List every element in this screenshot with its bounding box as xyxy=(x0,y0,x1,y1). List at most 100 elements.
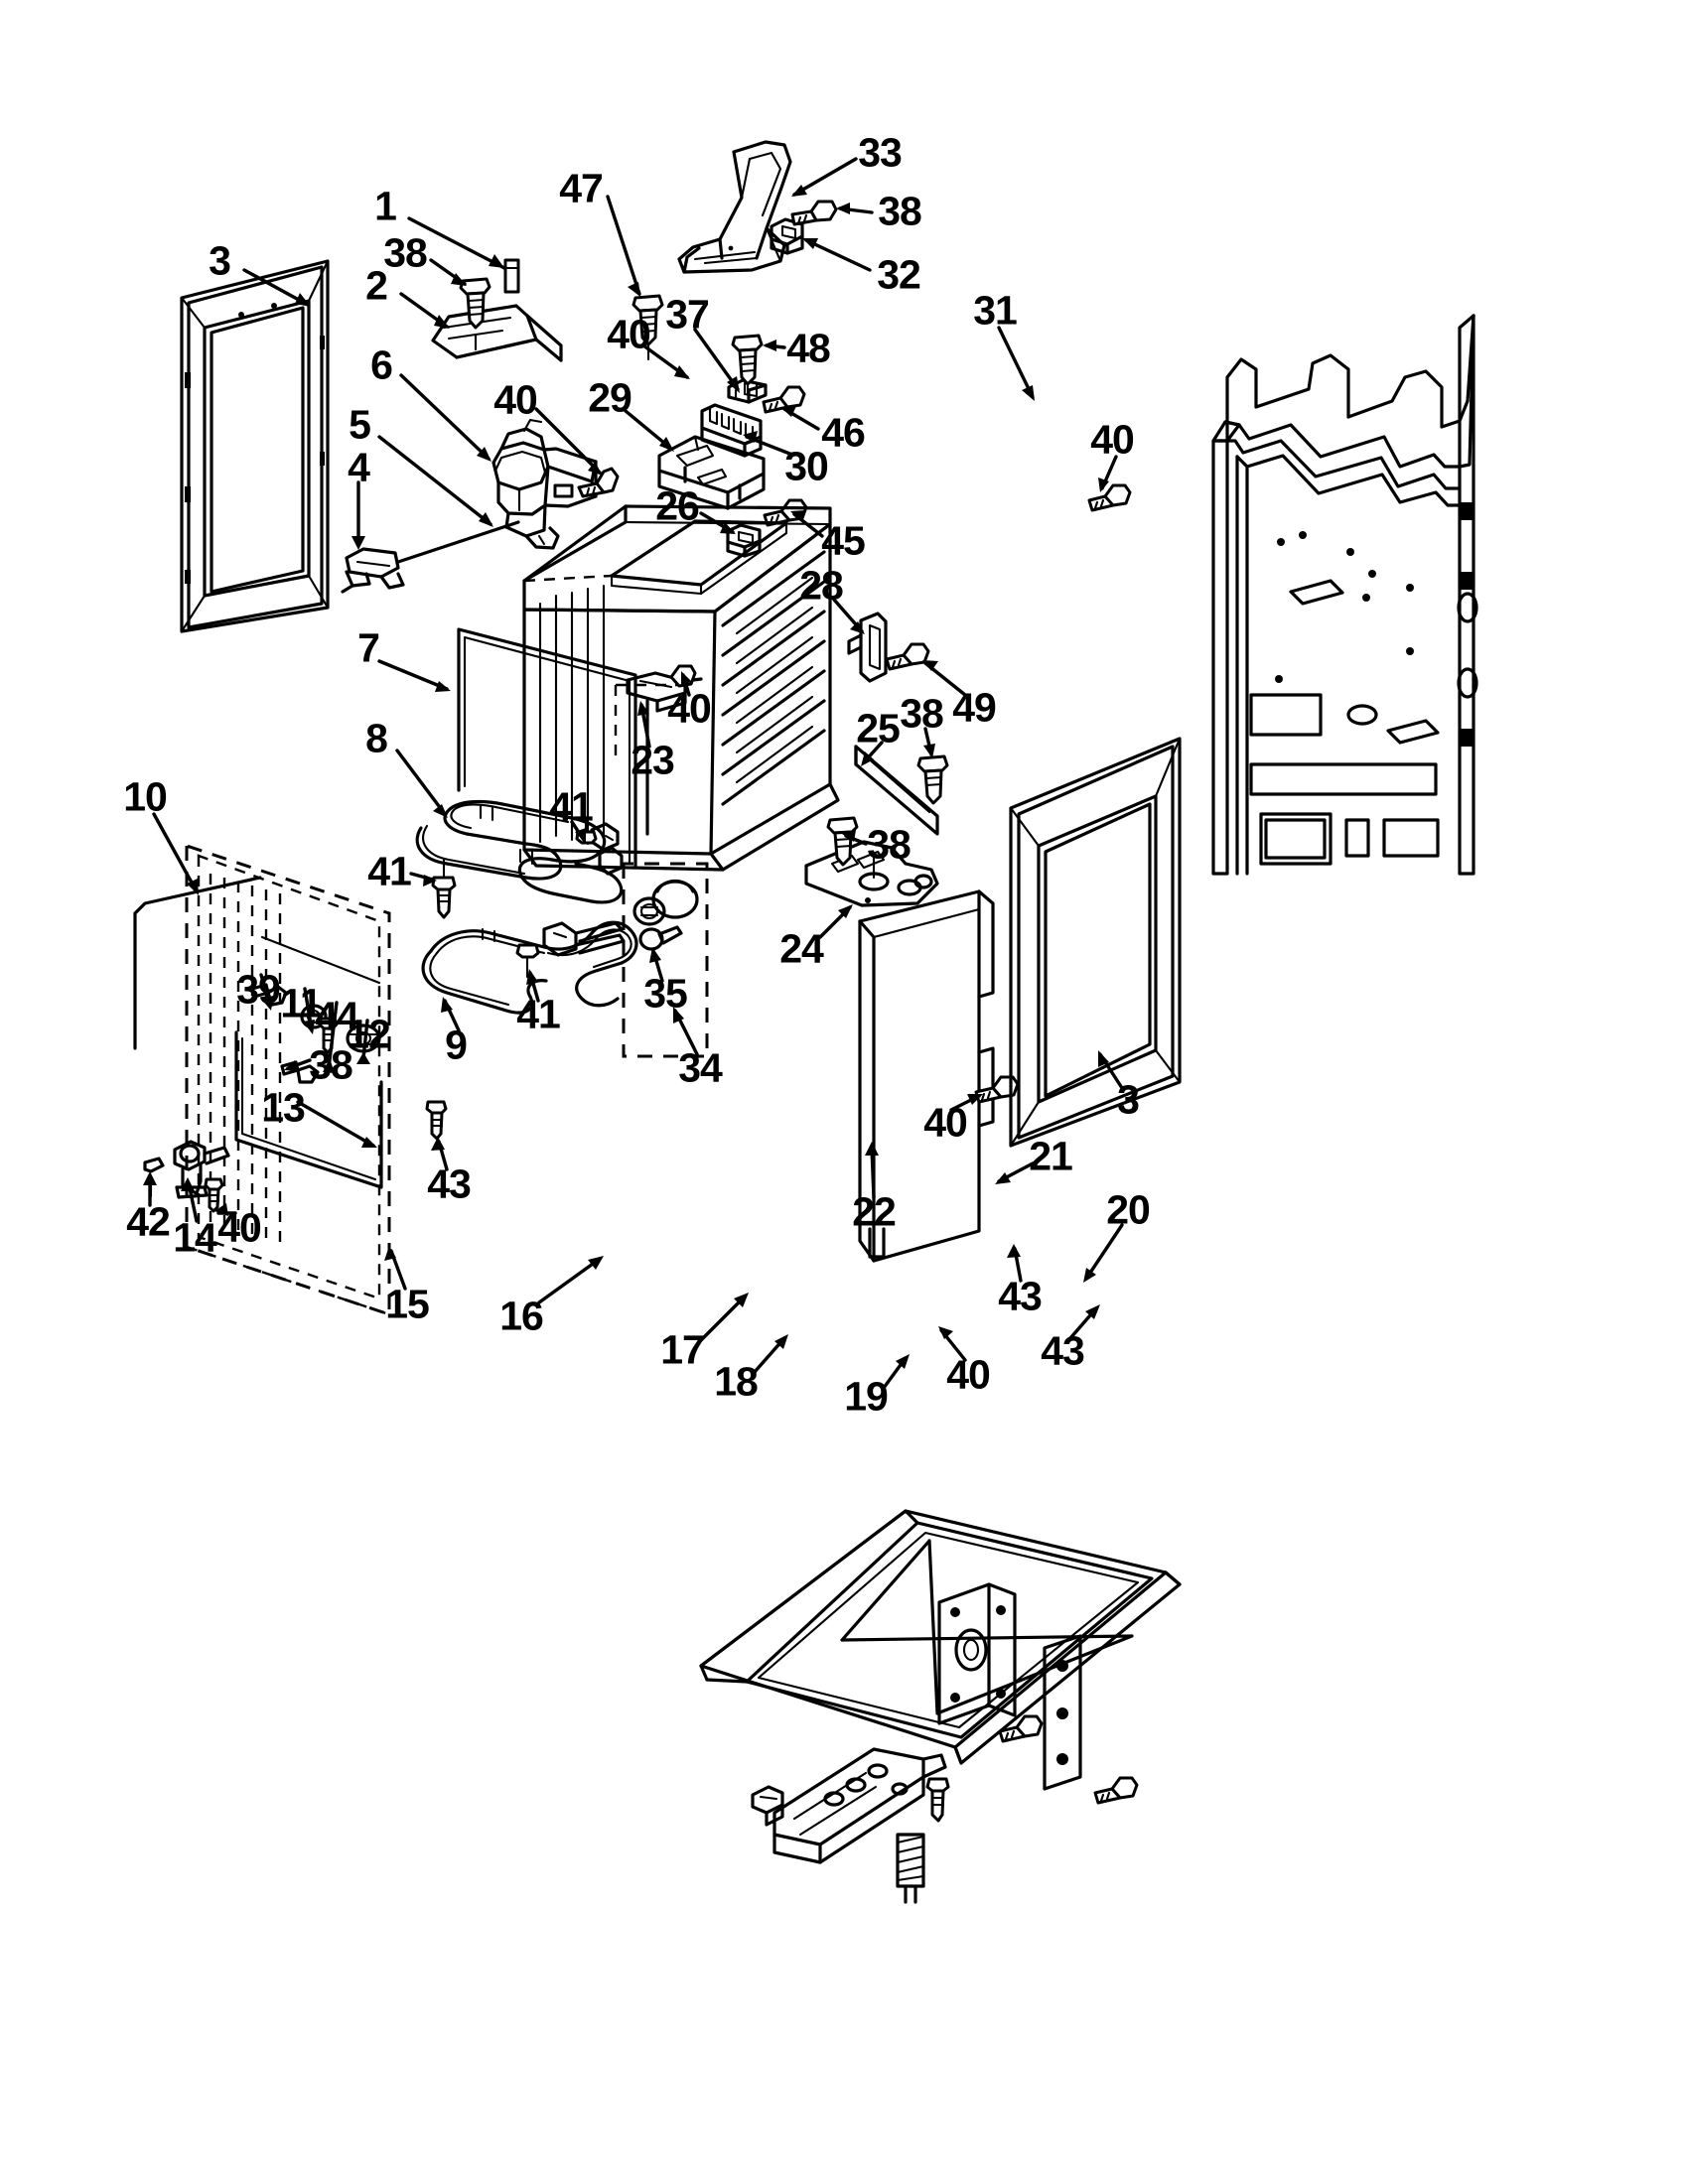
part-32-clip xyxy=(770,217,804,255)
callout-16: 16 xyxy=(499,1293,544,1339)
part-21-hinge-bracket xyxy=(937,1582,1017,1725)
callout-43-c: 43 xyxy=(1041,1327,1085,1374)
callout-38-a: 38 xyxy=(383,229,428,276)
part-31-rear-panel xyxy=(1211,314,1478,876)
part-43-screw-b xyxy=(1093,1776,1139,1805)
part-9-bake-element xyxy=(421,920,638,1015)
part-28-clip xyxy=(847,612,888,683)
part-48-screw xyxy=(731,334,764,395)
callout-43-b: 43 xyxy=(998,1273,1043,1319)
callout-41-c: 41 xyxy=(516,991,561,1037)
callout-48: 48 xyxy=(786,325,831,371)
part-43-screw-a xyxy=(998,1714,1044,1743)
callout-42: 42 xyxy=(126,1198,171,1245)
callout-23: 23 xyxy=(631,737,675,783)
part-2-latch-bracket xyxy=(431,304,563,362)
callout-29: 29 xyxy=(588,374,632,421)
callout-3-right: 3 xyxy=(1117,1076,1140,1123)
callout-22: 22 xyxy=(852,1188,897,1235)
part-17-clip xyxy=(751,1785,784,1827)
part-19-spring xyxy=(896,1833,925,1904)
callout-33: 33 xyxy=(858,129,903,176)
callout-8: 8 xyxy=(365,715,388,761)
callout-10: 10 xyxy=(123,773,168,820)
callout-40-g: 40 xyxy=(946,1351,991,1398)
callout-3-left: 3 xyxy=(209,237,231,284)
part-3-right-door-frame xyxy=(1009,737,1182,1148)
callout-5: 5 xyxy=(349,401,371,448)
callout-20: 20 xyxy=(1106,1186,1151,1233)
callout-1: 1 xyxy=(374,183,397,229)
part-26-clip xyxy=(726,523,762,558)
callout-25: 25 xyxy=(856,705,901,751)
callout-17: 17 xyxy=(660,1326,705,1373)
callout-40-f: 40 xyxy=(217,1204,262,1251)
part-30-terminal-block xyxy=(700,403,763,458)
part-4-clip xyxy=(341,547,405,594)
callout-30: 30 xyxy=(784,443,829,489)
part-7-gasket-frame xyxy=(457,627,637,868)
part-41-screw-c xyxy=(515,943,540,979)
callout-24: 24 xyxy=(779,925,824,972)
part-43-screw-left xyxy=(425,1100,448,1141)
part-38-screw-topright xyxy=(790,200,838,226)
callout-41-b: 41 xyxy=(367,848,412,894)
part-20-strike-plate xyxy=(1043,1634,1082,1791)
part-8-broil-element xyxy=(415,799,624,904)
callout-21: 21 xyxy=(1029,1133,1073,1179)
callout-38-d: 38 xyxy=(867,821,912,868)
callout-40-a: 40 xyxy=(607,311,651,357)
callout-35: 35 xyxy=(643,970,688,1017)
callout-11: 11 xyxy=(280,980,322,1026)
callout-15: 15 xyxy=(385,1281,430,1327)
part-5-wire-rod xyxy=(396,520,520,564)
callout-28: 28 xyxy=(799,562,844,609)
part-10-13-15-panel-group xyxy=(133,843,391,1317)
callout-47: 47 xyxy=(559,165,604,211)
callout-7: 7 xyxy=(357,624,380,671)
callout-31: 31 xyxy=(973,287,1018,334)
callout-14: 14 xyxy=(173,1214,217,1261)
part-1-pin xyxy=(503,258,520,294)
callout-38-b: 38 xyxy=(878,188,922,234)
callout-34: 34 xyxy=(678,1044,723,1091)
callout-38-c: 38 xyxy=(900,690,944,737)
leader-lines xyxy=(143,157,1124,1390)
callout-6: 6 xyxy=(370,341,393,388)
part-6-door-lock-motor xyxy=(491,418,598,550)
part-40-screw-b xyxy=(1087,483,1132,512)
callout-37: 37 xyxy=(665,291,710,338)
callout-40-c: 40 xyxy=(1090,416,1135,463)
callout-26: 26 xyxy=(655,482,700,529)
callout-44: 44 xyxy=(315,993,359,1039)
part-3-left-door-frame xyxy=(180,259,330,633)
callout-40-b: 40 xyxy=(493,376,538,423)
part-33-top-brace xyxy=(677,140,792,274)
part-41-screw-a xyxy=(431,858,457,919)
callout-49: 49 xyxy=(952,684,997,731)
callout-38-e: 38 xyxy=(309,1041,353,1088)
part-40-screw-spring xyxy=(925,1777,950,1823)
callout-4: 4 xyxy=(348,444,370,490)
callout-39: 39 xyxy=(236,966,281,1013)
callout-19: 19 xyxy=(844,1373,889,1420)
part-40-screw-leg xyxy=(204,1177,224,1213)
callout-46: 46 xyxy=(821,409,866,456)
callout-40-e: 40 xyxy=(923,1099,968,1146)
callout-45: 45 xyxy=(821,517,866,564)
callout-9: 9 xyxy=(445,1022,468,1068)
callout-12: 12 xyxy=(347,1011,391,1057)
callout-2: 2 xyxy=(365,262,388,309)
part-47-screw xyxy=(632,294,664,361)
part-22-side-panel xyxy=(858,889,995,1263)
part-49-screw xyxy=(885,642,930,671)
part-38-screw-gusset xyxy=(916,754,949,805)
part-25-corner-gusset xyxy=(854,745,939,836)
callout-43-a: 43 xyxy=(427,1160,472,1207)
part-18-guide-rail xyxy=(772,1747,947,1864)
part-38-screw-topleft xyxy=(459,277,491,351)
part-14-leveling-leg xyxy=(173,1140,230,1199)
callout-41-a: 41 xyxy=(549,783,594,830)
